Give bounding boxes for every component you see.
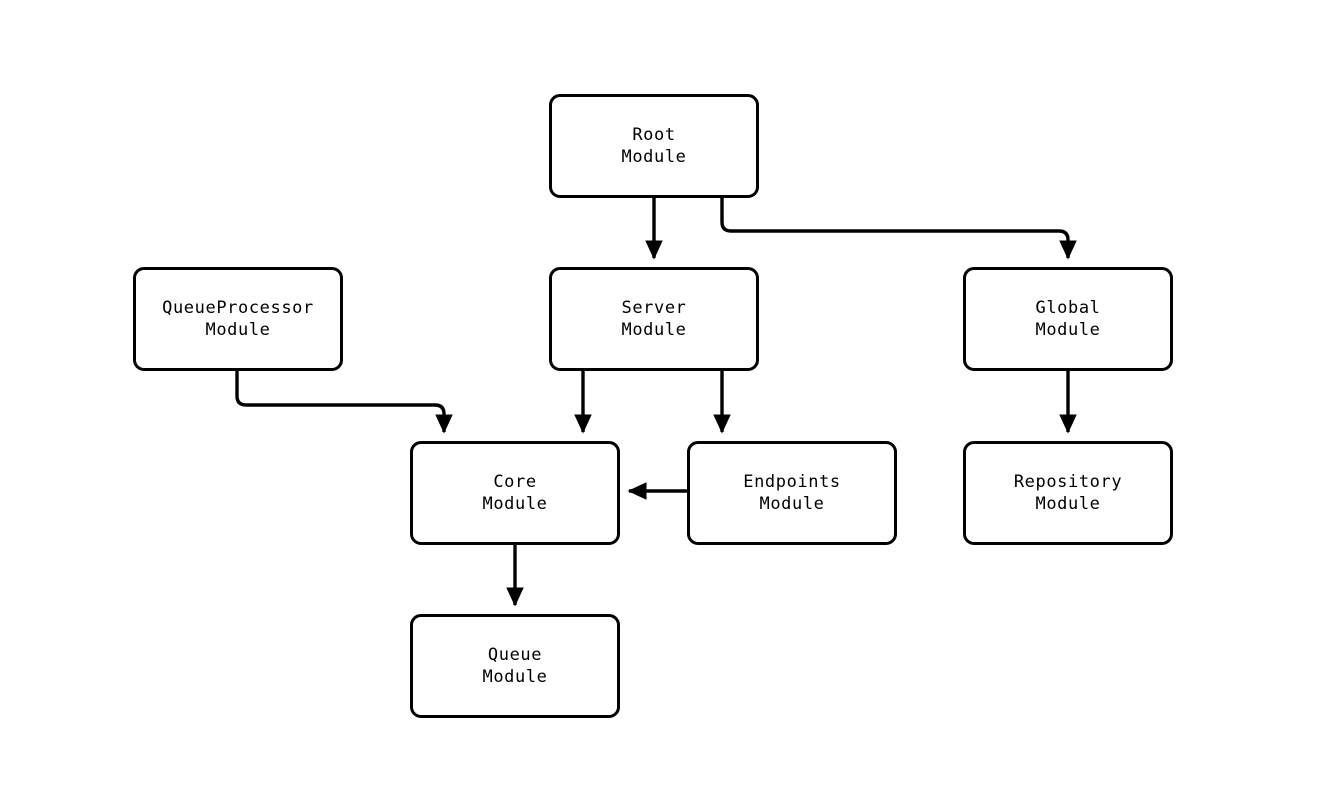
node-repository-suffix: Module [1035,494,1101,514]
node-queue-suffix: Module [482,667,548,687]
node-endpoints-suffix: Module [759,494,825,514]
node-core-name: Core [493,472,537,492]
edge-root-to-global [720,198,1077,260]
node-queueprocessor-suffix: Module [205,320,271,340]
node-server-name: Server [621,298,687,318]
node-global-name: Global [1035,298,1101,318]
node-server-suffix: Module [621,320,687,340]
node-global-suffix: Module [1035,320,1101,340]
edge-queueprocessor-to-core [235,371,453,434]
node-queueprocessor-name: QueueProcessor [162,298,314,318]
node-repository-name: Repository [1013,472,1123,492]
node-endpoints-name: Endpoints [743,472,841,492]
node-root-name: Root [632,125,676,145]
node-core-suffix: Module [482,494,548,514]
node-root-suffix: Module [621,147,687,167]
node-queue-name: Queue [487,645,543,665]
